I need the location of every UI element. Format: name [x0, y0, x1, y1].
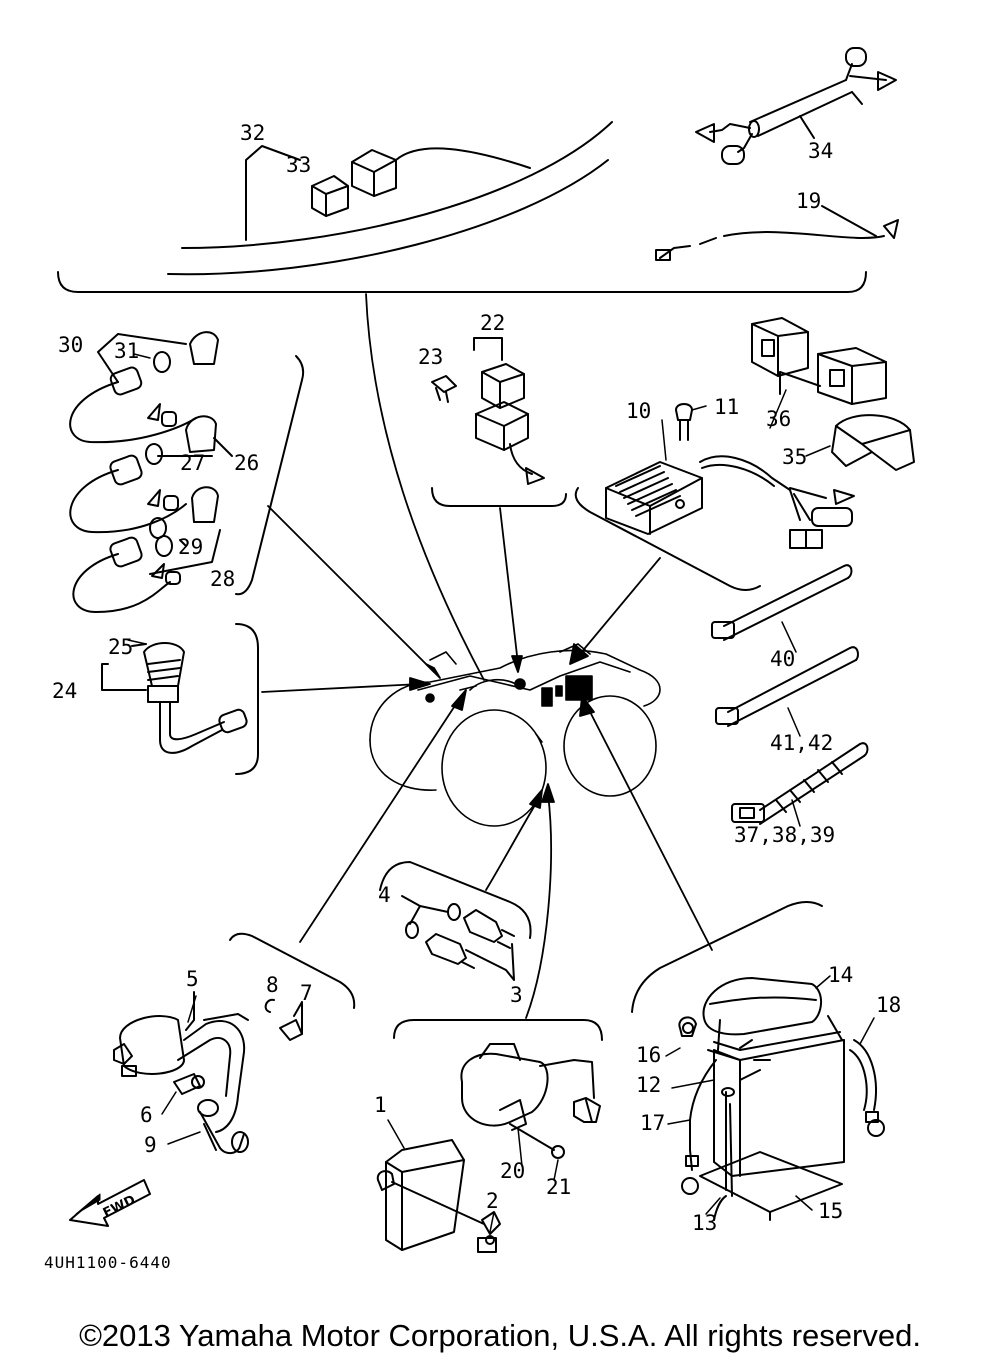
- wire-19: [655, 205, 899, 261]
- label-14: 14: [828, 963, 853, 987]
- label-34: 34: [808, 139, 833, 163]
- label-28: 28: [210, 567, 235, 591]
- group-bracket-3: [379, 861, 532, 939]
- atv-body: [369, 643, 661, 827]
- bolts-3-4: [379, 861, 532, 981]
- label-22: 22: [480, 311, 505, 335]
- label-9: 9: [144, 1133, 157, 1157]
- fwd-arrow: FWD: [69, 1179, 151, 1227]
- label-15: 15: [818, 1199, 843, 1223]
- label-17: 17: [640, 1111, 665, 1135]
- frame-curve-lower: [167, 159, 609, 276]
- part-labels: 32 33 34 19 30 31 22 23 10 11 36 35 27 2…: [44, 121, 901, 1272]
- label-6: 6: [140, 1103, 153, 1127]
- label-16: 16: [636, 1043, 661, 1067]
- group-bracket-10: [574, 487, 761, 591]
- label-2: 2: [486, 1189, 499, 1213]
- label-29: 29: [178, 535, 203, 559]
- label-26: 26: [234, 451, 259, 475]
- group-bracket-24: [235, 623, 259, 775]
- top-group-bracket: [57, 271, 867, 293]
- label-40: 40: [770, 647, 795, 671]
- group-bracket-22: [431, 487, 567, 507]
- label-18: 18: [876, 993, 901, 1017]
- label-19: 19: [796, 189, 821, 213]
- label-35: 35: [782, 445, 807, 469]
- top-group: [57, 47, 899, 293]
- label-5: 5: [186, 967, 199, 991]
- sub-wire-harness-34: [695, 47, 897, 165]
- label-1: 1: [374, 1093, 387, 1117]
- leader-lines: [261, 293, 713, 1019]
- rectifier-10-11: [574, 403, 855, 591]
- group-bracket-left: [235, 355, 305, 596]
- label-11: 11: [714, 395, 739, 419]
- label-31: 31: [114, 339, 139, 363]
- cdi-group-1-20: [376, 1019, 603, 1253]
- diagram-code: 4UH1100-6440: [44, 1253, 172, 1272]
- copyright-notice: ©2013 Yamaha Motor Corporation, U.S.A. A…: [79, 1318, 921, 1353]
- label-25: 25: [108, 635, 133, 659]
- label-41-42: 41,42: [770, 731, 833, 755]
- group-bracket-14: [631, 901, 823, 1013]
- label-7: 7: [300, 981, 313, 1005]
- label-3: 3: [510, 983, 523, 1007]
- sensor-24-25: [101, 623, 259, 775]
- label-21: 21: [546, 1175, 571, 1199]
- label-32: 32: [240, 121, 265, 145]
- label-8: 8: [266, 973, 279, 997]
- group-bracket-20: [393, 1019, 603, 1041]
- sensor-group-26-31: [69, 331, 305, 613]
- bracket-32: [245, 145, 301, 241]
- label-23: 23: [418, 345, 443, 369]
- label-33: 33: [286, 153, 311, 177]
- covers-35-36: [751, 317, 915, 471]
- label-30: 30: [58, 333, 83, 357]
- label-10: 10: [626, 399, 651, 423]
- relay-33: [311, 147, 531, 217]
- label-ticks: [127, 353, 875, 1233]
- relay-22-23: [431, 337, 567, 507]
- frame-curve-upper: [181, 121, 613, 249]
- cable-ties: [711, 564, 869, 825]
- label-37-38-39: 37,38,39: [734, 823, 835, 847]
- group-bracket-5: [229, 932, 356, 1009]
- label-24: 24: [52, 679, 77, 703]
- label-4: 4: [378, 883, 391, 907]
- label-27: 27: [180, 451, 205, 475]
- label-12: 12: [636, 1073, 661, 1097]
- label-13: 13: [692, 1211, 717, 1235]
- coil-5-9: [113, 932, 356, 1154]
- battery-group-12-18: [631, 901, 885, 1221]
